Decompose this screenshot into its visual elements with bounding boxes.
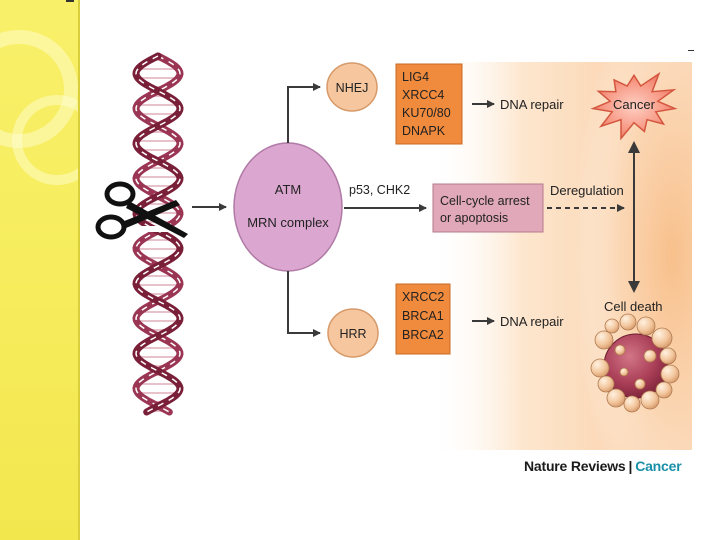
arrow-head-down	[628, 281, 640, 293]
corner-mark	[688, 50, 694, 51]
hrr-proteins-box	[395, 283, 451, 355]
nhej-node	[326, 62, 378, 112]
cancer-label: Cancer	[613, 97, 656, 112]
nhej-protein: LIG4	[402, 70, 429, 84]
apoptotic-cell-icon	[590, 313, 680, 413]
credit-journal: Nature Reviews	[524, 458, 626, 474]
cell-death-label: Cell death	[604, 299, 663, 314]
nhej-protein: DNAPK	[402, 124, 446, 138]
credit-section: Cancer	[635, 458, 682, 474]
nhej-protein: KU70/80	[402, 106, 451, 120]
checkpoint-mediators-label: p53, CHK2	[349, 183, 410, 197]
arrest-label-line2: or apoptosis	[440, 211, 508, 225]
hrr-protein: BRCA2	[402, 328, 444, 342]
sensor-label-line1: ATM	[275, 182, 301, 197]
hrr-protein: BRCA1	[402, 309, 444, 323]
sensor-label-line2: MRN complex	[247, 215, 329, 230]
cell-cycle-arrest-box	[432, 183, 544, 233]
arrest-label-line1: Cell-cycle arrest	[440, 194, 530, 208]
hrr-node	[327, 308, 379, 358]
scissors-icon	[95, 181, 188, 240]
nhej-outcome-label: DNA repair	[500, 97, 564, 112]
arrow-to-nhej	[287, 83, 321, 143]
atm-mrn-complex-node	[233, 142, 343, 272]
starburst-icon	[590, 71, 678, 141]
hrr-protein: XRCC2	[402, 290, 444, 304]
nhej-label: NHEJ	[336, 81, 369, 95]
sidebar-ring	[12, 95, 78, 185]
corner-mark	[66, 0, 74, 2]
credit-separator: |	[628, 458, 633, 474]
dna-double-helix-icon	[128, 52, 188, 416]
decorative-sidebar	[0, 0, 80, 540]
deregulation-label: Deregulation	[550, 183, 624, 198]
hrr-outcome-label: DNA repair	[500, 314, 564, 329]
nhej-proteins-box	[395, 63, 463, 145]
hrr-label: HRR	[339, 327, 366, 341]
nhej-protein: XRCC4	[402, 88, 444, 102]
journal-credit: Nature Reviews|Cancer	[524, 458, 682, 474]
arrow-head-up	[628, 141, 640, 153]
arrow-to-hrr	[287, 271, 321, 337]
